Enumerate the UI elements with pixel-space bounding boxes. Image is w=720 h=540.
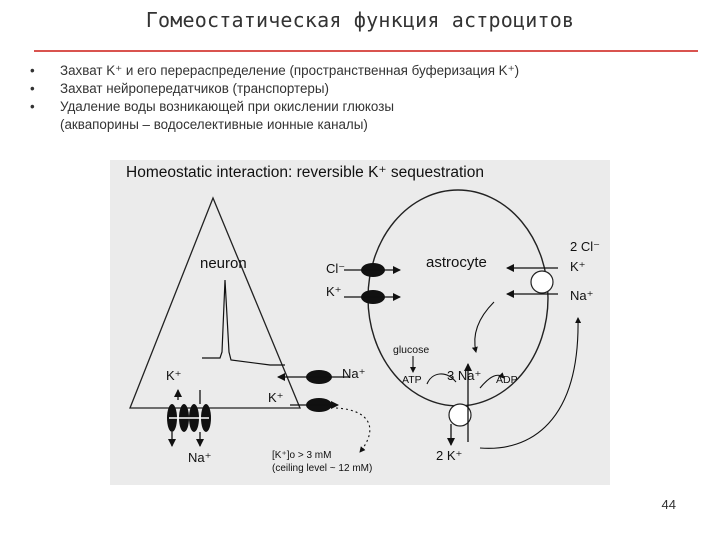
- bullet-list: •Захват K⁺ и его перераспределение (прос…: [30, 62, 690, 134]
- ceiling-label: (ceiling level ~ 12 mM): [272, 463, 373, 474]
- bullet-item-continuation: (аквапорины – водоселективные ионные кан…: [60, 117, 368, 132]
- slide-title: Гомеостатическая функция астроцитов: [145, 8, 575, 32]
- adp-label: ADP: [496, 374, 518, 386]
- cl2-label: 2 Cl⁻: [570, 239, 600, 254]
- cl-label: Cl⁻: [326, 261, 346, 276]
- ko-label: [K⁺]o > 3 mM: [272, 450, 332, 461]
- bullet-marker: •: [30, 63, 35, 78]
- k2-label: 2 K⁺: [436, 448, 463, 463]
- k-neuron-label: K⁺: [268, 390, 284, 405]
- atp-label: ATP: [402, 374, 422, 386]
- na-out-label: Na⁺: [570, 288, 594, 303]
- na-channel-label: Na⁺: [188, 450, 212, 465]
- figure-title: Homeostatic interaction: reversible K⁺ s…: [126, 164, 484, 181]
- glucose-label: glucose: [393, 344, 430, 356]
- neuron-label: neuron: [200, 255, 247, 272]
- curved-arrow: [471, 301, 495, 353]
- bullet-item: •Удаление воды возникающей при окислении…: [30, 99, 394, 114]
- title-divider: [34, 50, 698, 52]
- k-out-label: K⁺: [570, 259, 586, 274]
- k-channel-label: K⁺: [166, 368, 182, 383]
- action-potential-trace: [202, 279, 285, 366]
- return-arrow: [479, 317, 582, 449]
- bullet-item: •Захват нейропередатчиков (транспортеры): [30, 81, 329, 96]
- transporter-right: [530, 270, 554, 294]
- dotted-arrow: [335, 407, 371, 453]
- bullet-item: •Захват K⁺ и его перераспределение (прос…: [30, 63, 520, 78]
- page-number: 44: [661, 497, 676, 512]
- bullet-marker: •: [30, 81, 35, 96]
- diagram-drawing: [129, 189, 582, 453]
- bullet-marker: •: [30, 99, 35, 114]
- astrocyte-label: astrocyte: [426, 254, 487, 271]
- neuron-shape: [129, 196, 301, 409]
- astrocyte-diagram: Homeostatic interaction: reversible K⁺ s…: [110, 160, 610, 485]
- na-neuron-label: Na⁺: [342, 366, 366, 381]
- na-k-pump-astrocyte: [448, 403, 472, 427]
- na3-label: 3 Na⁺: [447, 368, 482, 383]
- k-label: K⁺: [326, 284, 342, 299]
